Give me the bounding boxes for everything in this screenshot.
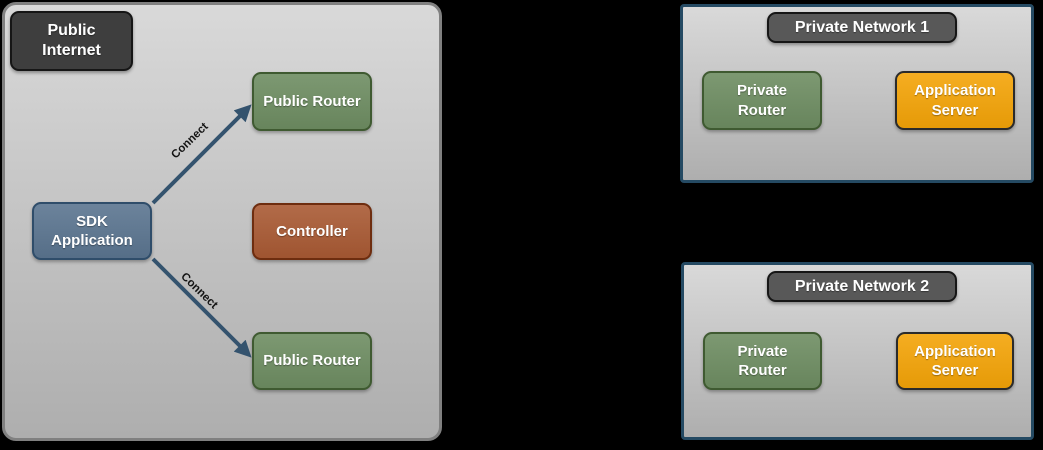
node-public-router-top: Public Router — [252, 72, 372, 131]
node-controller: Controller — [252, 203, 372, 260]
public-internet-title-badge: Public Internet — [10, 11, 133, 71]
node-sdk-application: SDK Application — [32, 202, 152, 260]
connection-arrows — [151, 104, 252, 358]
private-network-1-container: Private Network 1 Private Router Applica… — [680, 4, 1034, 183]
private-network-2-container: Private Network 2 Private Router Applica… — [681, 262, 1034, 440]
connect-arrow-bottom — [151, 257, 252, 358]
public-internet-container: Connect Connect Public Internet SDK Appl… — [2, 2, 442, 441]
node-private-router-1: Private Router — [702, 71, 822, 130]
private-network-1-title-badge: Private Network 1 — [767, 12, 957, 43]
node-public-router-bottom: Public Router — [252, 332, 372, 390]
node-application-server-2: Application Server — [896, 332, 1014, 390]
node-private-router-2: Private Router — [703, 332, 822, 390]
private-network-2-title-badge: Private Network 2 — [767, 271, 957, 302]
connect-arrow-top — [151, 104, 252, 205]
node-application-server-1: Application Server — [895, 71, 1015, 130]
